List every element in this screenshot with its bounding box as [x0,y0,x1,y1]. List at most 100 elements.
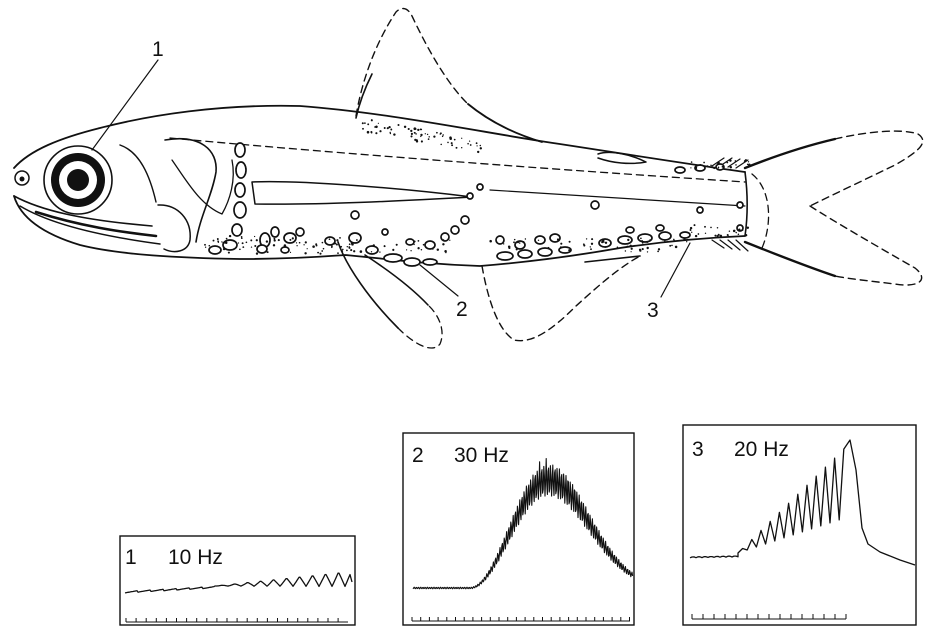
stipple-dot [404,126,406,128]
stipple-dot [454,139,456,141]
dorsal-fin-rear-edge [468,104,542,142]
stipple-dot [414,132,416,134]
panel-2: 2 30 Hz [403,433,634,625]
panel-3-frequency: 20 Hz [734,438,789,461]
stipple-dot [449,240,450,241]
stipple-dot [706,165,708,167]
stipple-dot [631,248,633,250]
stipple-dot [292,237,294,239]
stipple-dot [719,162,720,163]
stipple-dot [657,251,659,253]
tail-base-outline [752,174,769,248]
stipple-dot [367,123,369,125]
stipple-dot [427,134,428,135]
stipple-dot [254,236,255,237]
photophore-labels: 1 2 3 [92,38,690,322]
stipple-dot [631,251,632,252]
photophore [697,207,703,213]
stipple-dot [406,249,407,250]
stipple-dot [336,244,338,246]
stipple-dot [730,166,732,168]
stipple-dot [242,242,244,244]
photophore [538,248,552,256]
stipple-dot [625,250,626,251]
photophore [425,241,435,249]
tail-upper-rays [745,139,835,168]
stipple-dot [342,249,344,251]
stipple-dot [722,166,724,168]
stipple-dot [217,239,218,240]
stipple-dot [317,252,319,254]
stipple-dot [710,164,712,166]
stipple-dot [437,248,439,250]
stipple-dot [720,236,721,237]
stipple-dot [341,250,343,252]
stipple-dot [414,139,416,141]
stipple-dot [225,242,228,245]
label-photophore-3: 3 [647,299,659,322]
stipple-dot [560,246,562,248]
photophore [281,247,289,253]
stipple-dot [640,237,642,239]
photophore [550,234,560,242]
stipple-dot [642,248,644,250]
photophore [382,229,388,235]
stipple-dot [299,242,301,244]
stipple-dot [362,128,364,130]
panel-1-frame [120,536,355,625]
stipple-dot [239,248,241,250]
stipple-dot [420,129,422,131]
stipple-dot [442,134,443,135]
preopercle [120,145,156,202]
stipple-dot [605,246,607,248]
stipple-dot [729,230,730,231]
stipple-dot [630,245,632,247]
panel-2-number: 2 [412,444,424,467]
stipple-dot [284,244,287,247]
stipple-dot [744,160,746,162]
stipple-dot [476,145,477,146]
stipple-dot [414,240,416,242]
stipple-dot [671,245,673,247]
stipple-dot [509,247,511,249]
stipple-dot [714,235,716,237]
label-photophore-2: 2 [456,298,468,321]
stipple-dot [627,246,628,247]
stipple-dot [432,249,433,250]
stipple-dot [296,245,297,246]
stipple-dot [296,242,297,243]
photophore [441,233,449,241]
stipple-dot [675,246,678,249]
stipple-dot [461,138,462,139]
photophore [451,226,459,234]
stipple-dot [218,242,219,243]
stipple-dot [360,250,363,253]
subopercle [158,205,190,252]
eye [44,146,112,214]
photophore [518,250,532,258]
stipple-dot [705,166,706,167]
stipple-dot [694,224,696,226]
stipple-dot [590,248,592,250]
stipple-dot [568,249,570,251]
stipple-dot [331,246,332,247]
stipple-dot [477,151,479,153]
stipple-dot [388,126,390,128]
stipple-dot [639,250,641,252]
photophore [497,252,513,260]
stipple-dot [390,129,392,131]
stipple-dot [705,233,706,234]
stipple-dot [735,160,737,162]
stipple-dot [428,136,429,137]
leader-line-2 [420,265,458,296]
gill-cover-fold [172,160,233,214]
stipple-dot [673,240,674,241]
stipple-dot [718,167,720,169]
stipple-dot [503,243,504,244]
stipple-dot [411,133,413,135]
stipple-dot [717,235,719,237]
stipple-dot [229,235,231,237]
photophore [284,233,296,243]
stipple-dot [303,244,304,245]
